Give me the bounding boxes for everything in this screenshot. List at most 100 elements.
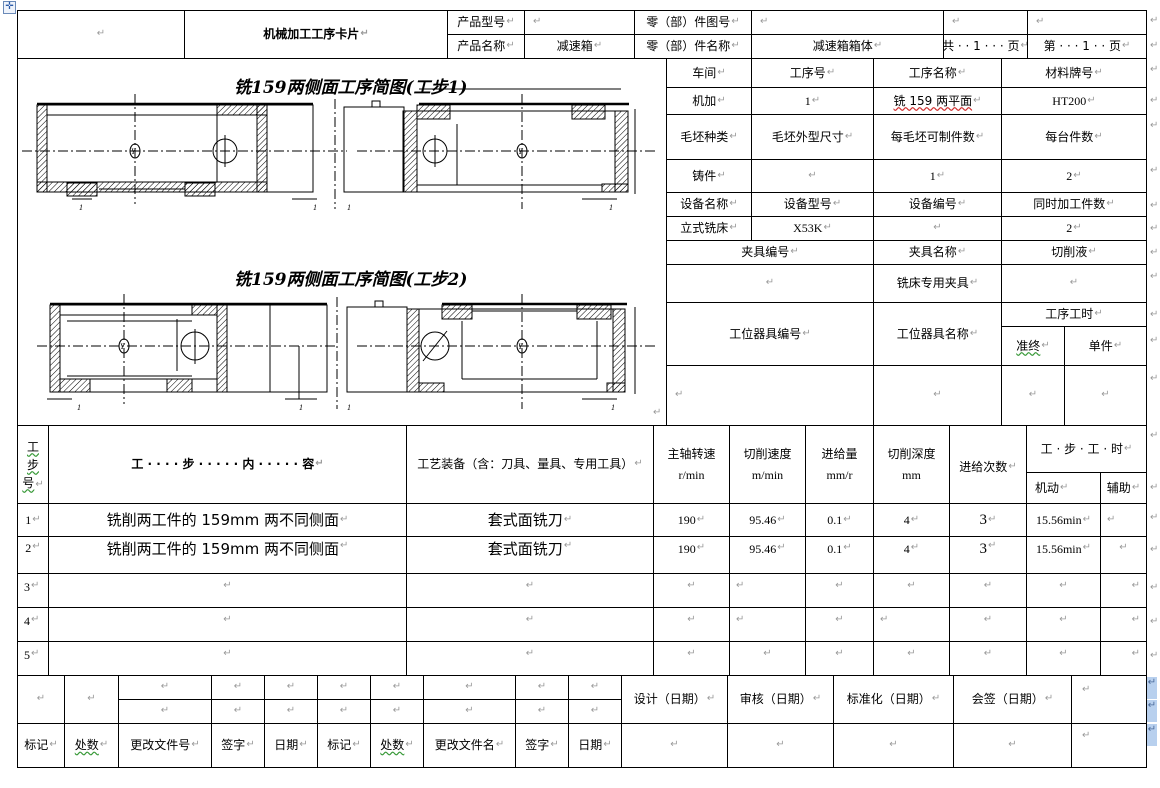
revision-count-blank[interactable]: ↵ <box>64 675 119 724</box>
coolant-value[interactable]: ↵ <box>1001 264 1147 303</box>
step-equipment-cell[interactable]: 套式面铣刀↵ <box>406 503 654 537</box>
revision-cell[interactable]: ↵ <box>568 675 622 700</box>
standardization-date-value[interactable]: ↵ <box>833 723 954 768</box>
approval-blank-top[interactable]: ↵ <box>1071 675 1147 724</box>
machine-time-cell[interactable]: ↵ <box>1026 573 1101 608</box>
cutting-speed-cell[interactable]: ↵ <box>729 607 806 642</box>
simultaneous-value[interactable]: 2↵ <box>1001 216 1147 241</box>
revision-cell[interactable]: ↵ <box>515 699 569 724</box>
step-content-cell[interactable]: ↵ <box>48 573 407 608</box>
step-content-cell[interactable]: 铣削两工件的 159mm 两不同侧面↵ <box>48 503 407 537</box>
part-drawing-no-value[interactable]: ↵ <box>751 10 944 35</box>
passes-cell[interactable]: 3↵ <box>949 503 1027 537</box>
op-name-value[interactable]: 铣 159 两平面↵ <box>873 87 1002 115</box>
aux-time-cell[interactable]: ↵ <box>1100 573 1147 608</box>
revision-cell[interactable]: ↵ <box>118 675 212 700</box>
feed-cell[interactable]: 0.1↵ <box>805 503 874 537</box>
spindle-speed-cell[interactable]: 190↵ <box>653 536 730 574</box>
product-model-value[interactable]: ↵ <box>524 10 635 35</box>
paragraph-mark-icon: ↵ <box>969 277 979 289</box>
revision-cell[interactable]: ↵ <box>515 675 569 700</box>
machine-time-cell[interactable]: ↵ <box>1026 607 1101 642</box>
depth-cell[interactable]: ↵ <box>873 607 950 642</box>
revision-cell[interactable]: ↵ <box>211 699 265 724</box>
fixture-name-value-text: 铣床专用夹具 <box>896 276 969 290</box>
revision-cell[interactable]: ↵ <box>423 675 516 700</box>
machine-time-cell[interactable]: 15.56min↵ <box>1026 503 1101 537</box>
passes-cell[interactable]: 3↵ <box>949 536 1027 574</box>
aux-time-cell[interactable]: ↵ <box>1100 503 1147 537</box>
passes-cell[interactable]: ↵ <box>949 573 1027 608</box>
machine-time-cell[interactable]: 15.56min↵ <box>1026 536 1101 574</box>
approval-blank-bottom[interactable]: ↵ <box>1071 723 1147 768</box>
cutting-speed-cell[interactable]: ↵ <box>729 573 806 608</box>
station-tool-no-value[interactable]: ↵ <box>666 365 874 426</box>
part-name-value[interactable]: 减速箱箱体↵ <box>751 34 944 59</box>
fixture-no-value[interactable]: ↵ <box>666 264 874 303</box>
header-blank-cell-1[interactable]: ↵ <box>943 10 1028 35</box>
feed-cell[interactable]: ↵ <box>805 607 874 642</box>
aux-time-cell[interactable]: ↵ <box>1100 536 1147 574</box>
product-name-value[interactable]: 减速箱↵ <box>524 34 635 59</box>
fixture-name-value[interactable]: 铣床专用夹具↵ <box>873 264 1002 303</box>
revision-mark-blank[interactable]: ↵ <box>17 675 65 724</box>
revision-cell[interactable]: ↵ <box>370 675 424 700</box>
revision-cell[interactable]: ↵ <box>118 699 212 724</box>
machine-time-cell[interactable]: ↵ <box>1026 641 1101 676</box>
design-date-value[interactable]: ↵ <box>621 723 728 768</box>
revision-cell[interactable]: ↵ <box>317 699 371 724</box>
spindle-speed-cell[interactable]: ↵ <box>653 607 730 642</box>
aux-time-cell[interactable]: ↵ <box>1100 641 1147 676</box>
cutting-speed-cell[interactable]: ↵ <box>729 641 806 676</box>
step-equipment-cell[interactable]: ↵ <box>406 641 654 676</box>
station-tool-name-value[interactable]: ↵ <box>873 365 1002 426</box>
cutting-speed-cell[interactable]: 95.46↵ <box>729 536 806 574</box>
blank-type-value[interactable]: 铸件↵ <box>666 159 752 193</box>
step-content-cell[interactable]: 铣削两工件的 159mm 两不同侧面↵ <box>48 536 407 574</box>
paragraph-mark-icon: ↵ <box>537 705 547 717</box>
depth-cell[interactable]: ↵ <box>873 573 950 608</box>
revision-cell[interactable]: ↵ <box>211 675 265 700</box>
equipment-model-value[interactable]: X53K↵ <box>751 216 874 241</box>
material-value[interactable]: HT200↵ <box>1001 87 1147 115</box>
step-content-cell[interactable]: ↵ <box>48 607 407 642</box>
equipment-model-label: 设备型号↵ <box>751 192 874 217</box>
step-content-cell[interactable]: ↵ <box>48 641 407 676</box>
revision-cell[interactable]: ↵ <box>264 675 318 700</box>
depth-cell[interactable]: 4↵ <box>873 536 950 574</box>
feed-cell[interactable]: ↵ <box>805 641 874 676</box>
revision-cell[interactable]: ↵ <box>568 699 622 724</box>
unit-time-value[interactable]: ↵ <box>1064 365 1147 426</box>
revision-cell[interactable]: ↵ <box>264 699 318 724</box>
op-no-value[interactable]: 1↵ <box>751 87 874 115</box>
header-blank-cell-2[interactable]: ↵ <box>1027 10 1147 35</box>
workshop-value[interactable]: 机加↵ <box>666 87 752 115</box>
blank-size-value[interactable]: ↵ <box>751 159 874 193</box>
cutting-speed-cell[interactable]: 95.46↵ <box>729 503 806 537</box>
feed-cell[interactable]: 0.1↵ <box>805 536 874 574</box>
countersign-date-value[interactable]: ↵ <box>953 723 1072 768</box>
header-left-blank-cell[interactable]: ↵ <box>17 10 185 59</box>
parts-per-unit-value[interactable]: 2↵ <box>1001 159 1147 193</box>
step-equipment-cell[interactable]: ↵ <box>406 607 654 642</box>
feed-cell[interactable]: ↵ <box>805 573 874 608</box>
step-equipment-cell[interactable]: ↵ <box>406 573 654 608</box>
aux-time-cell[interactable]: ↵ <box>1100 607 1147 642</box>
equipment-name-value[interactable]: 立式铣床↵ <box>666 216 752 241</box>
depth-cell[interactable]: 4↵ <box>873 503 950 537</box>
table-move-handle-icon[interactable]: ✛ <box>3 1 16 14</box>
spindle-speed-cell[interactable]: ↵ <box>653 641 730 676</box>
revision-cell[interactable]: ↵ <box>370 699 424 724</box>
revision-cell[interactable]: ↵ <box>317 675 371 700</box>
depth-cell[interactable]: ↵ <box>873 641 950 676</box>
parts-per-blank-value[interactable]: 1↵ <box>873 159 1002 193</box>
spindle-speed-cell[interactable]: ↵ <box>653 573 730 608</box>
passes-cell[interactable]: ↵ <box>949 607 1027 642</box>
prep-time-value[interactable]: ↵ <box>1001 365 1065 426</box>
spindle-speed-cell[interactable]: 190↵ <box>653 503 730 537</box>
step-equipment-cell[interactable]: 套式面铣刀↵ <box>406 536 654 574</box>
equipment-no-value[interactable]: ↵ <box>873 216 1002 241</box>
passes-cell[interactable]: ↵ <box>949 641 1027 676</box>
revision-cell[interactable]: ↵ <box>423 699 516 724</box>
review-date-value[interactable]: ↵ <box>727 723 834 768</box>
